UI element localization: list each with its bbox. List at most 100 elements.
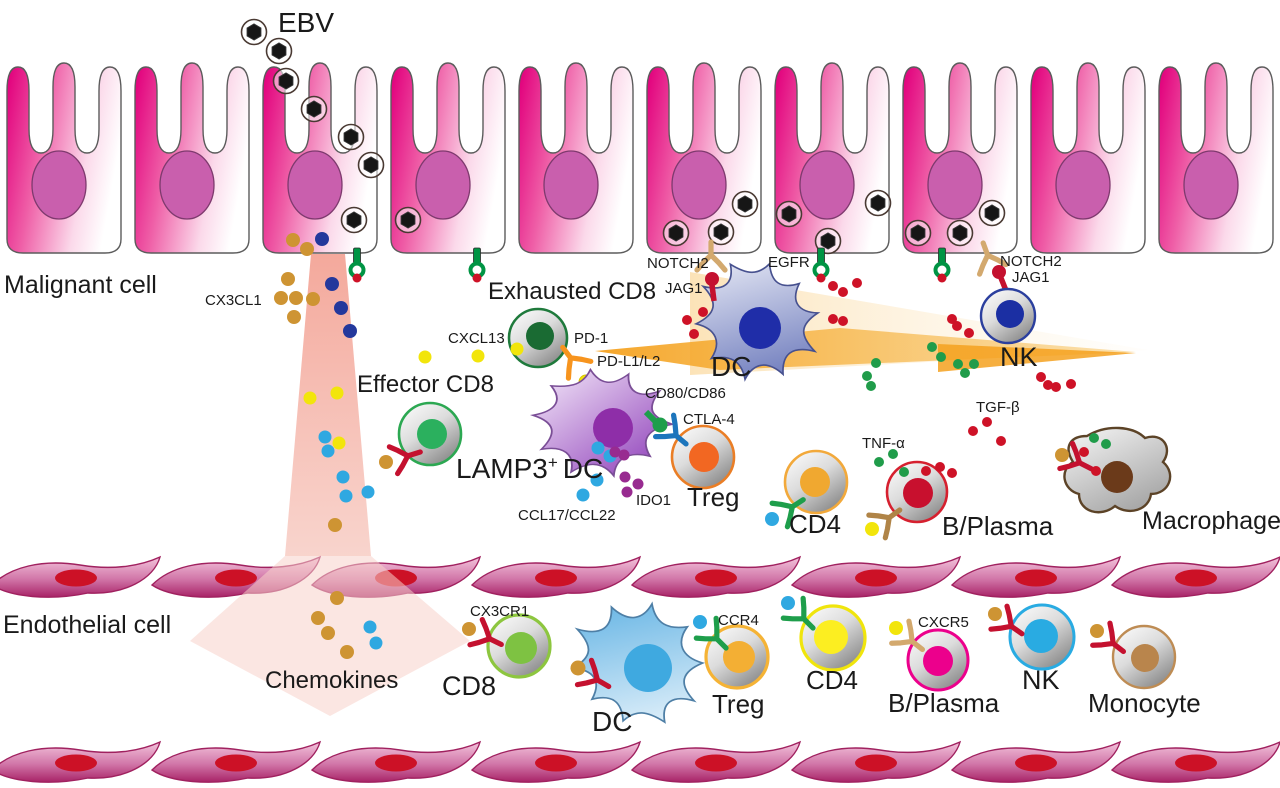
egfr-label: EGFR — [768, 254, 810, 271]
malignant-cell-layer — [6, 62, 1274, 254]
ligand-dot — [781, 596, 795, 610]
ligand-dot — [865, 522, 879, 536]
cxcr5-label: CXCR5 — [918, 614, 969, 631]
cd80-cd86-ligand-icon — [652, 417, 668, 433]
endothelial-cell — [631, 741, 801, 783]
malignant-cell — [646, 62, 762, 254]
cd4-bottom-label: CD4 — [806, 665, 858, 695]
ebv-virion — [904, 219, 932, 247]
b-plasma-top-cell — [865, 460, 949, 538]
treg-bottom-nucleus — [723, 641, 755, 673]
ebv-virion — [775, 200, 803, 228]
lamp3-dc-nucleus — [593, 408, 633, 448]
ctla4-label: CTLA-4 — [683, 411, 735, 428]
endothelial-layer-top — [0, 556, 1280, 598]
jag1-right-label: JAG1 — [1012, 269, 1050, 286]
b-plasma-bottom-label: B/Plasma — [888, 688, 1000, 718]
nk-bottom-nucleus — [1024, 619, 1058, 653]
malignant-cell — [1030, 62, 1146, 254]
endothelial-cell — [1111, 741, 1280, 783]
jag1-ligand-icon — [992, 265, 1006, 279]
treg-bottom-cell — [693, 615, 770, 690]
cxcl13-bound-dot — [510, 342, 524, 356]
nk-bottom-label: NK — [1022, 665, 1060, 695]
pdl1l2-label: PD-L1/L2 — [597, 353, 660, 370]
ebv-virion — [337, 123, 365, 151]
exhausted-cd8-cell — [507, 307, 591, 378]
nk-bottom-cell — [988, 603, 1076, 671]
ligand-dot — [988, 607, 1002, 621]
nk-top-label: NK — [1000, 342, 1038, 372]
jag1-ligand-icon — [705, 272, 719, 286]
cx3cr1-label: CX3CR1 — [470, 603, 529, 620]
ido1-label: IDO1 — [636, 492, 671, 509]
ebv-virion — [357, 151, 385, 179]
effector-cd8-label: Effector CD8 — [357, 371, 494, 398]
cx3cl1-dots — [274, 233, 354, 659]
dc-top-label: DC — [711, 351, 751, 382]
endothelial-cell-label: Endothelial cell — [3, 611, 171, 639]
cd8-bottom-nucleus — [505, 632, 537, 664]
treg-bottom-label: Treg — [712, 689, 765, 719]
b-plasma-top-label: B/Plasma — [942, 511, 1054, 541]
ligand-dot — [462, 622, 476, 636]
endothelial-cell — [951, 556, 1121, 598]
ligand-dot — [693, 615, 707, 629]
ebv-virion — [300, 95, 328, 123]
cx3cl1-bound-dot — [379, 455, 393, 469]
ccr4-label: CCR4 — [718, 612, 759, 629]
ligand-dot — [1055, 448, 1069, 462]
macrophage-cell — [1055, 426, 1172, 514]
lamp3-dc-cell — [526, 356, 681, 489]
dc-bottom-nucleus — [624, 644, 672, 692]
ligand-dot — [570, 660, 586, 676]
ebv-virion — [946, 219, 974, 247]
macrophage-label: Macrophage — [1142, 507, 1280, 535]
cd4-top-label: CD4 — [789, 509, 841, 539]
nk-top-cell — [979, 265, 1037, 345]
exhausted-cd8-nucleus — [526, 322, 554, 350]
cx3cl1-label: CX3CL1 — [205, 292, 262, 309]
tnfa-label: TNF-α — [862, 435, 905, 452]
endothelial-cell — [631, 556, 801, 598]
treg-top-cell — [656, 415, 736, 490]
ccl17ccl22-label: CCL17/CCL22 — [518, 507, 616, 524]
lamp3-dc-label: LAMP3+DC — [456, 453, 603, 484]
cd4-bottom-nucleus — [814, 620, 848, 654]
ccl17-bound-dot — [591, 441, 605, 455]
chemokines-label: Chemokines — [265, 667, 398, 694]
treg-top-nucleus — [689, 442, 719, 472]
cd8-bottom-cell — [462, 613, 552, 679]
tgfb-label: TGF-β — [976, 399, 1020, 416]
dc-top-nucleus — [739, 307, 781, 349]
cd8-bottom-label: CD8 — [442, 671, 496, 701]
endothelial-cell — [791, 741, 961, 783]
endothelial-cell — [791, 556, 961, 598]
ebv-virion — [662, 219, 690, 247]
endothelial-cell — [471, 556, 641, 598]
effector-cd8-cell — [379, 401, 463, 474]
effector-cd8-nucleus — [417, 419, 447, 449]
malignant-cell-label: Malignant cell — [4, 271, 157, 299]
ebv-virion — [240, 18, 268, 46]
dc-top-cell — [683, 248, 834, 395]
endothelial-cell — [0, 741, 161, 783]
b-plasma-bottom-nucleus — [923, 646, 953, 676]
ebv-virion — [978, 199, 1006, 227]
tgfb-red-dots — [682, 278, 1101, 478]
malignant-cell — [134, 62, 250, 254]
ido1-bound-dot — [618, 449, 630, 461]
ido1-dots — [619, 471, 644, 498]
ebv-virion — [864, 189, 892, 217]
b-plasma-top-nucleus — [903, 478, 933, 508]
nk-top-nucleus — [996, 300, 1024, 328]
labels: EBV Malignant cell Endothelial cell Chem… — [3, 7, 1280, 737]
malignant-cell — [6, 62, 122, 254]
notch2-left-label: NOTCH2 — [647, 255, 709, 272]
macrophage-nucleus — [1101, 461, 1133, 493]
ebv-virion — [394, 206, 422, 234]
dc-bottom-label: DC — [592, 706, 632, 737]
dc-bottom-cell — [555, 585, 718, 740]
treg-top-label: Treg — [687, 482, 740, 512]
